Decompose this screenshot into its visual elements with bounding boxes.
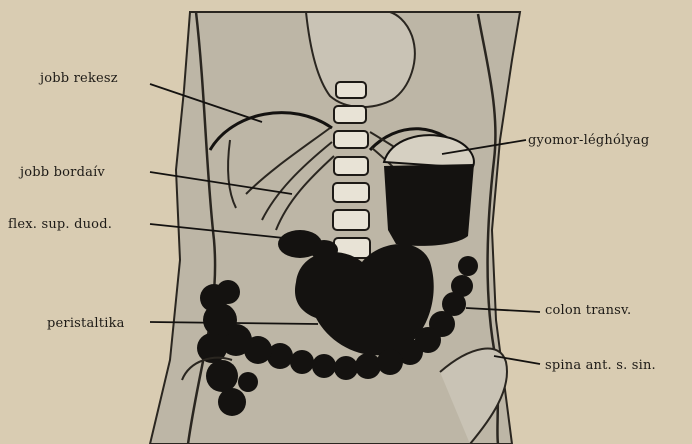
label-colon-transv: colon transv. [545, 303, 631, 318]
stomach-fundus [384, 164, 474, 246]
label-gyomor-leghólyag: gyomor-léghólyag [528, 133, 649, 148]
label-peristaltika: peristaltika [47, 316, 125, 331]
label-spina: spina ant. s. sin. [545, 358, 656, 373]
label-jobb-bordaiv: jobb bordaív [20, 165, 105, 180]
label-jobb-rekesz: jobb rekesz [40, 71, 118, 86]
label-flex-sup-duod: flex. sup. duod. [8, 217, 112, 232]
